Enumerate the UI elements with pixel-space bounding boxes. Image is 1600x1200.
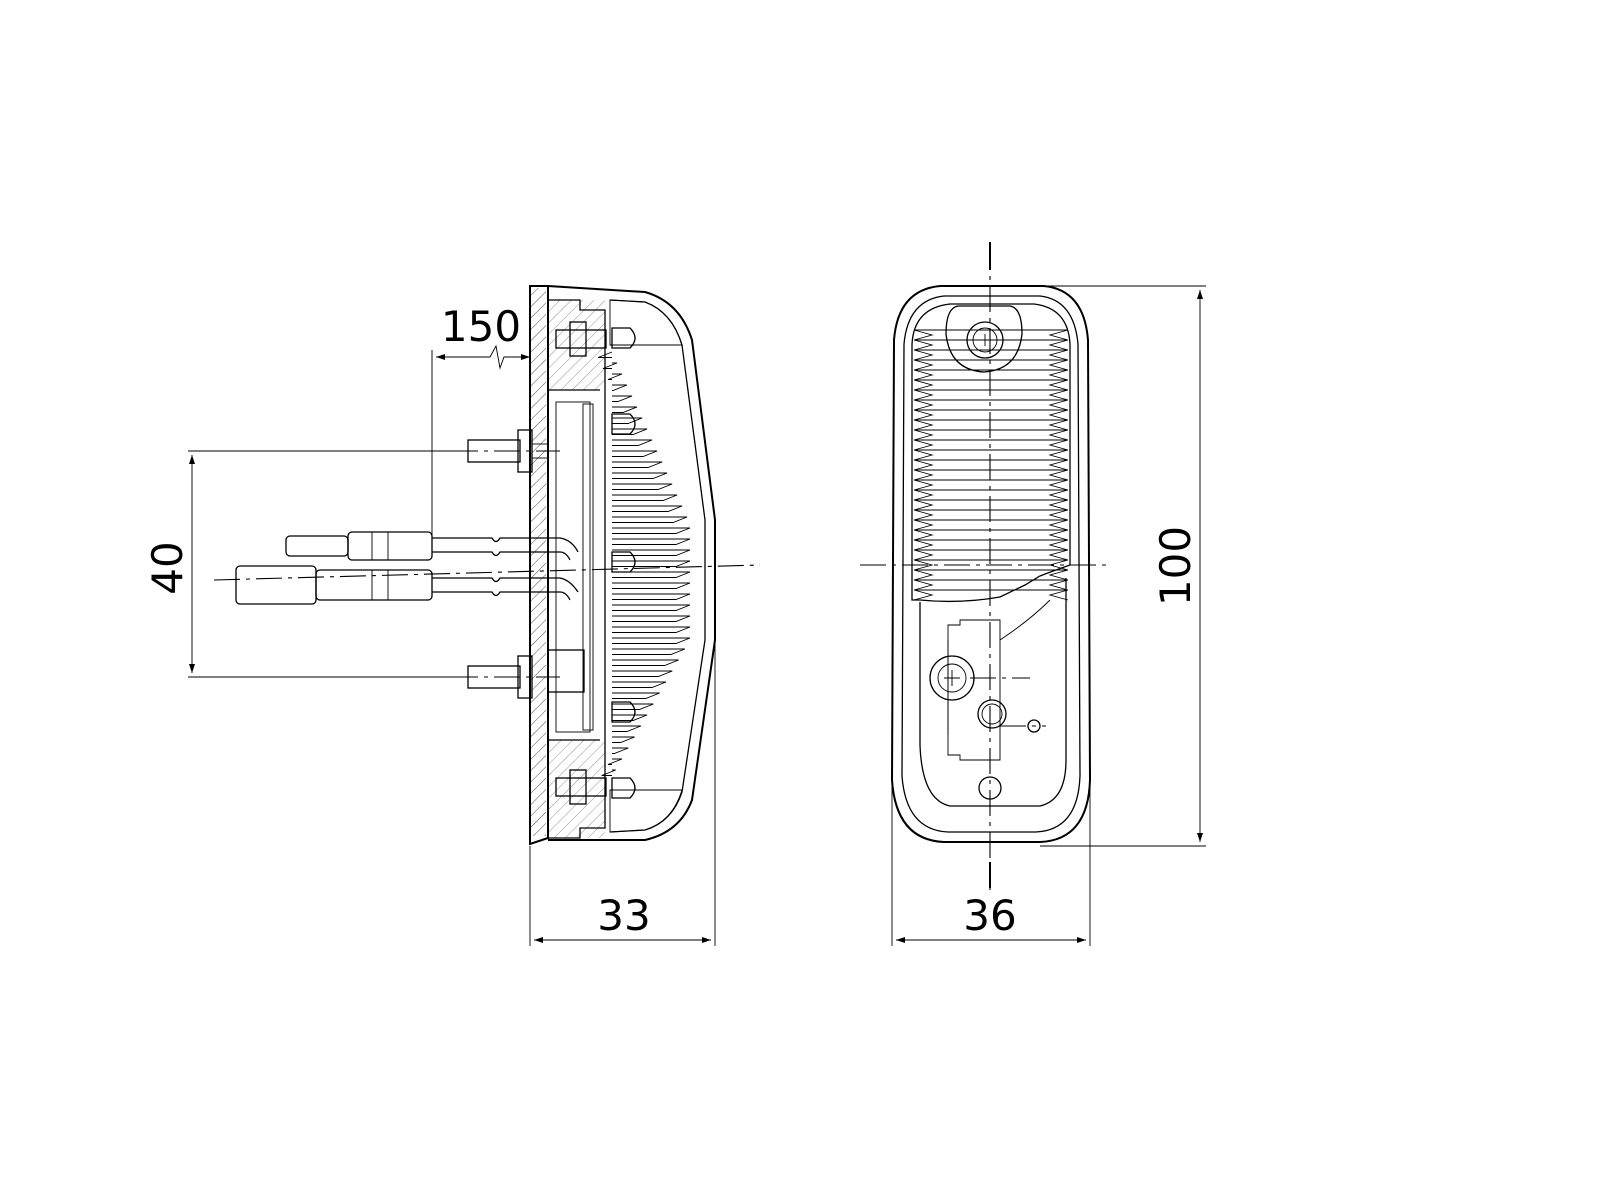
dim-height: 100	[1151, 526, 1200, 606]
front-view	[860, 242, 1112, 890]
side-screws	[555, 321, 607, 805]
front-lens-fins	[913, 329, 1069, 601]
front-lens-window	[911, 303, 1071, 603]
side-leds	[611, 327, 636, 799]
dim-width: 36	[963, 891, 1016, 940]
dim-bolt-spacing: 40	[143, 541, 192, 594]
dimensions: 150 40 33 36 100	[143, 285, 1206, 946]
side-view	[213, 285, 761, 846]
side-wires	[235, 531, 579, 605]
dim-depth: 33	[597, 891, 650, 940]
front-top-screw	[966, 321, 1004, 359]
dim-wire-length: 150	[441, 302, 521, 351]
side-lens-outline	[547, 285, 716, 841]
side-bolt-bottom	[467, 649, 585, 699]
side-lens-fins	[597, 351, 691, 776]
front-housing-outline	[890, 285, 1092, 843]
